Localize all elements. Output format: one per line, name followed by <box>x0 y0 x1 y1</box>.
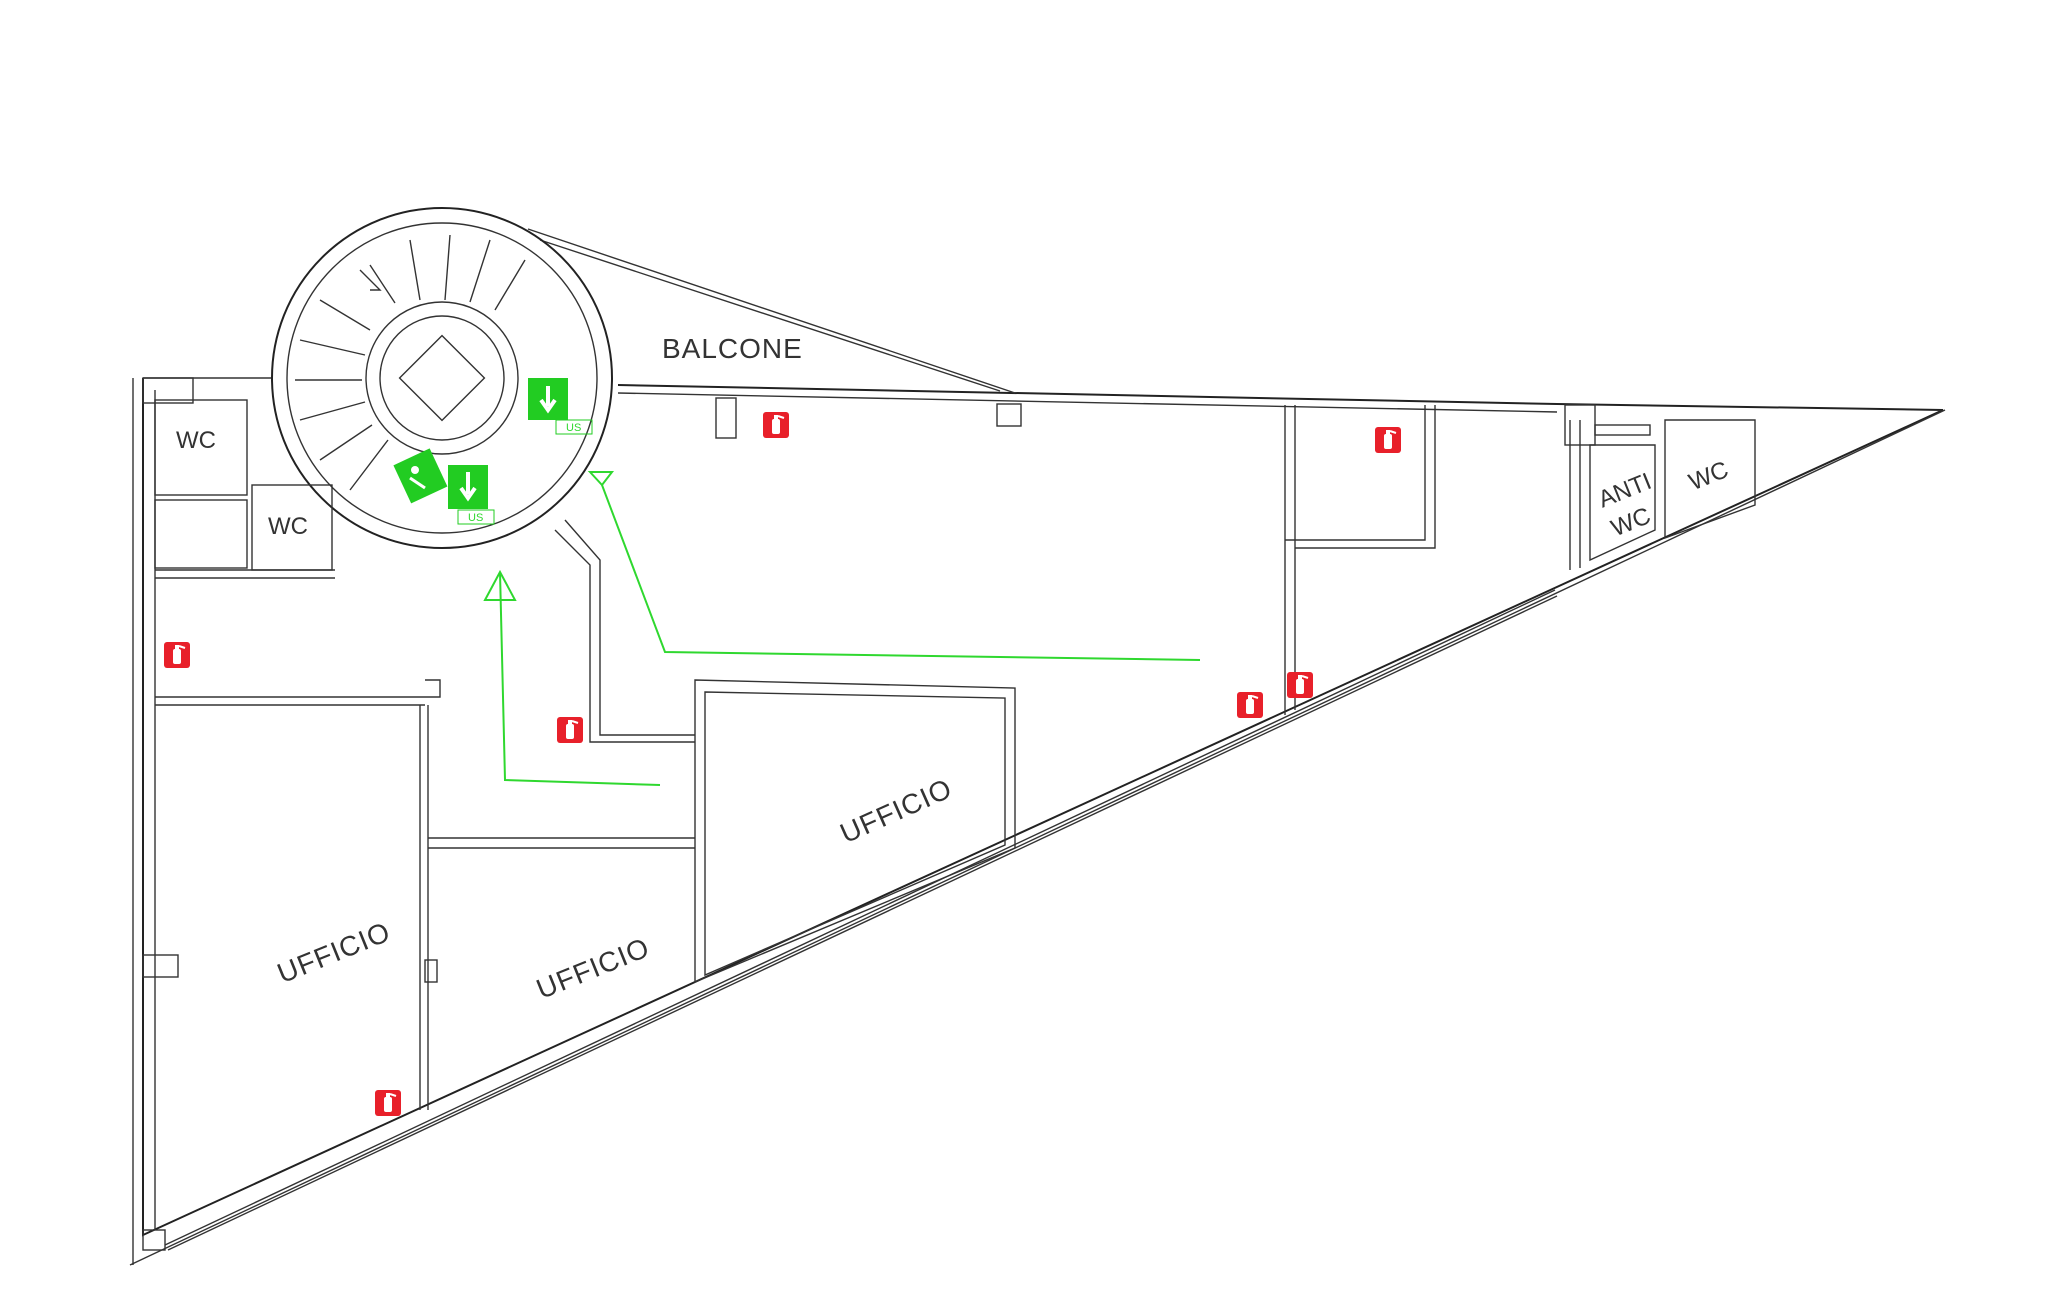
right-rooms: ANTI WC WC <box>1284 405 1756 715</box>
spiral-staircase <box>271 207 613 549</box>
office-mid: UFFICIO <box>532 932 654 1005</box>
escape-route-2 <box>499 571 661 786</box>
escape-route-1 <box>601 484 1201 661</box>
wc-label-1: WC <box>176 427 216 454</box>
fire-extinguisher-icon <box>374 1089 402 1117</box>
balcony: BALCONE <box>527 228 1016 394</box>
exit-sign-2: US <box>393 448 495 525</box>
office-label-left: UFFICIO <box>273 916 395 989</box>
fire-extinguisher-icon <box>556 716 584 744</box>
fire-extinguisher-icon <box>1236 691 1264 719</box>
columns <box>142 377 1596 1251</box>
exit-sign-1: US <box>528 378 593 435</box>
wc-label-3: WC <box>1685 456 1732 496</box>
fire-extinguisher-icon <box>163 641 191 669</box>
office-center: UFFICIO <box>694 679 1016 984</box>
corridor-walls <box>155 519 695 1110</box>
office-left: UFFICIO <box>273 916 395 989</box>
building-outline <box>129 377 1946 1266</box>
fire-extinguisher-icon <box>762 411 790 439</box>
wc-label-2: WC <box>268 513 308 540</box>
fire-extinguisher-icon <box>1374 426 1402 454</box>
office-label-center: UFFICIO <box>835 772 956 849</box>
wc-block: WC WC <box>154 399 335 579</box>
anti-label: ANTI <box>1595 468 1656 514</box>
escape-routes <box>483 471 1201 786</box>
balcony-label: BALCONE <box>662 333 803 364</box>
fire-extinguisher-icon <box>1286 671 1314 699</box>
exit-us-label-2: US <box>468 512 483 524</box>
office-label-mid: UFFICIO <box>532 932 654 1005</box>
exit-us-label-1: US <box>566 422 581 434</box>
